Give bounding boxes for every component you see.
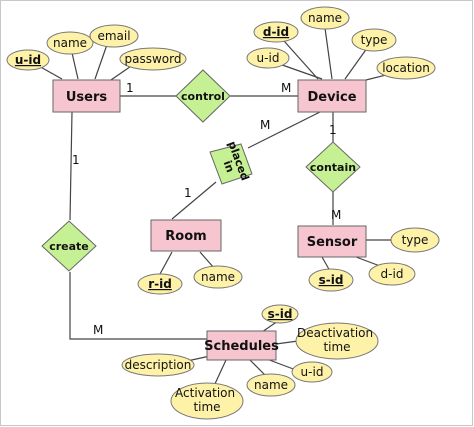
cardinality-control-device: M <box>281 81 291 95</box>
svg-text:d-id: d-id <box>263 25 289 39</box>
svg-text:r-id: r-id <box>148 277 172 291</box>
connector-schedules-activation <box>213 359 227 387</box>
relationship-control: control <box>175 69 231 123</box>
attribute-users-name: name <box>46 31 94 55</box>
cardinality-users-control: 1 <box>126 81 134 95</box>
connector-schedules-name <box>249 359 267 377</box>
entity-room: Room <box>150 219 222 252</box>
attribute-sensor-sid: s-id <box>308 268 354 292</box>
cardinality-labels: 1 M M 1 1 M 1 M <box>72 81 341 337</box>
attribute-users-email: email <box>89 24 139 48</box>
relationship-contain: contain <box>305 141 361 193</box>
svg-text:type: type <box>402 233 429 247</box>
cardinality-device-placed: M <box>260 118 270 132</box>
connector-room-name <box>199 251 215 269</box>
attribute-schedules-activation: Activation time <box>170 382 244 420</box>
attribute-schedules-uid: u-id <box>291 361 333 383</box>
svg-text:email: email <box>97 29 130 43</box>
connector-device-placed <box>247 111 321 149</box>
entity-sensor: Sensor <box>297 225 367 258</box>
attribute-device-location: location <box>376 56 436 80</box>
entity-users: Users <box>52 79 121 113</box>
svg-text:Sensor: Sensor <box>307 235 358 250</box>
cardinality-device-contain: 1 <box>329 123 337 137</box>
deactivation-line-1: Deactivation <box>297 326 373 340</box>
connector-room-rid <box>159 251 173 275</box>
placed-in-line-2: in <box>221 159 237 174</box>
attribute-device-did: d-id <box>253 21 299 43</box>
svg-text:Activation time: Activation time <box>175 386 239 414</box>
svg-text:Schedules: Schedules <box>204 339 279 354</box>
svg-text:Device: Device <box>307 90 356 105</box>
attribute-users-password: password <box>119 47 187 71</box>
attribute-room-name: name <box>193 265 243 289</box>
svg-text:password: password <box>125 52 182 66</box>
svg-text:control: control <box>181 90 225 103</box>
attribute-schedules-name: name <box>246 373 296 397</box>
connector-sensor-did <box>355 256 381 267</box>
attribute-schedules-sid: s-id <box>261 304 299 324</box>
connector-create-schedules <box>69 272 207 340</box>
attribute-sensor-did: d-id <box>368 262 416 286</box>
svg-text:location: location <box>382 61 430 75</box>
cardinality-placed-room: 1 <box>184 186 192 200</box>
relationship-create: create <box>41 220 97 272</box>
svg-text:description: description <box>125 358 192 372</box>
connector-placed-room <box>171 181 217 220</box>
cardinality-contain-sensor: M <box>331 208 341 222</box>
connector-device-name <box>324 27 333 80</box>
deactivation-line-2: time <box>323 340 350 354</box>
svg-text:name: name <box>53 36 87 50</box>
svg-text:name: name <box>201 270 235 284</box>
svg-text:contain: contain <box>310 161 356 174</box>
attribute-room-rid: r-id <box>137 273 183 295</box>
svg-text:name: name <box>254 378 288 392</box>
connector-schedules-deactivation <box>275 340 299 345</box>
connector-users-create <box>69 111 73 221</box>
activation-line-1: Activation <box>175 386 235 400</box>
svg-text:Deactivation time: Deactivation time <box>297 326 377 354</box>
cardinality-users-create: 1 <box>72 153 80 167</box>
entity-schedules: Schedules <box>204 330 279 361</box>
attribute-device-uid: u-id <box>246 47 290 69</box>
activation-line-2: time <box>193 400 220 414</box>
svg-text:u-id: u-id <box>15 53 41 67</box>
attribute-schedules-description: description <box>121 353 195 377</box>
cardinality-create-schedules: M <box>93 323 103 337</box>
attribute-schedules-deactivation: Deactivation time <box>295 322 379 360</box>
svg-text:u-id: u-id <box>301 365 324 379</box>
attribute-users-uid: u-id <box>6 49 50 71</box>
svg-text:name: name <box>308 11 342 25</box>
svg-text:s-id: s-id <box>319 273 344 287</box>
attribute-device-name: name <box>300 6 350 30</box>
svg-text:Users: Users <box>66 90 108 105</box>
relationship-placed-in: placed in <box>209 140 253 185</box>
svg-text:s-id: s-id <box>268 307 293 321</box>
svg-text:d-id: d-id <box>381 267 404 281</box>
svg-text:u-id: u-id <box>257 51 280 65</box>
attribute-device-type: type <box>351 28 397 52</box>
svg-text:Room: Room <box>165 229 206 244</box>
svg-text:create: create <box>49 240 89 253</box>
attribute-sensor-type: type <box>390 227 440 253</box>
entity-device: Device <box>297 79 367 113</box>
svg-text:type: type <box>361 33 388 47</box>
